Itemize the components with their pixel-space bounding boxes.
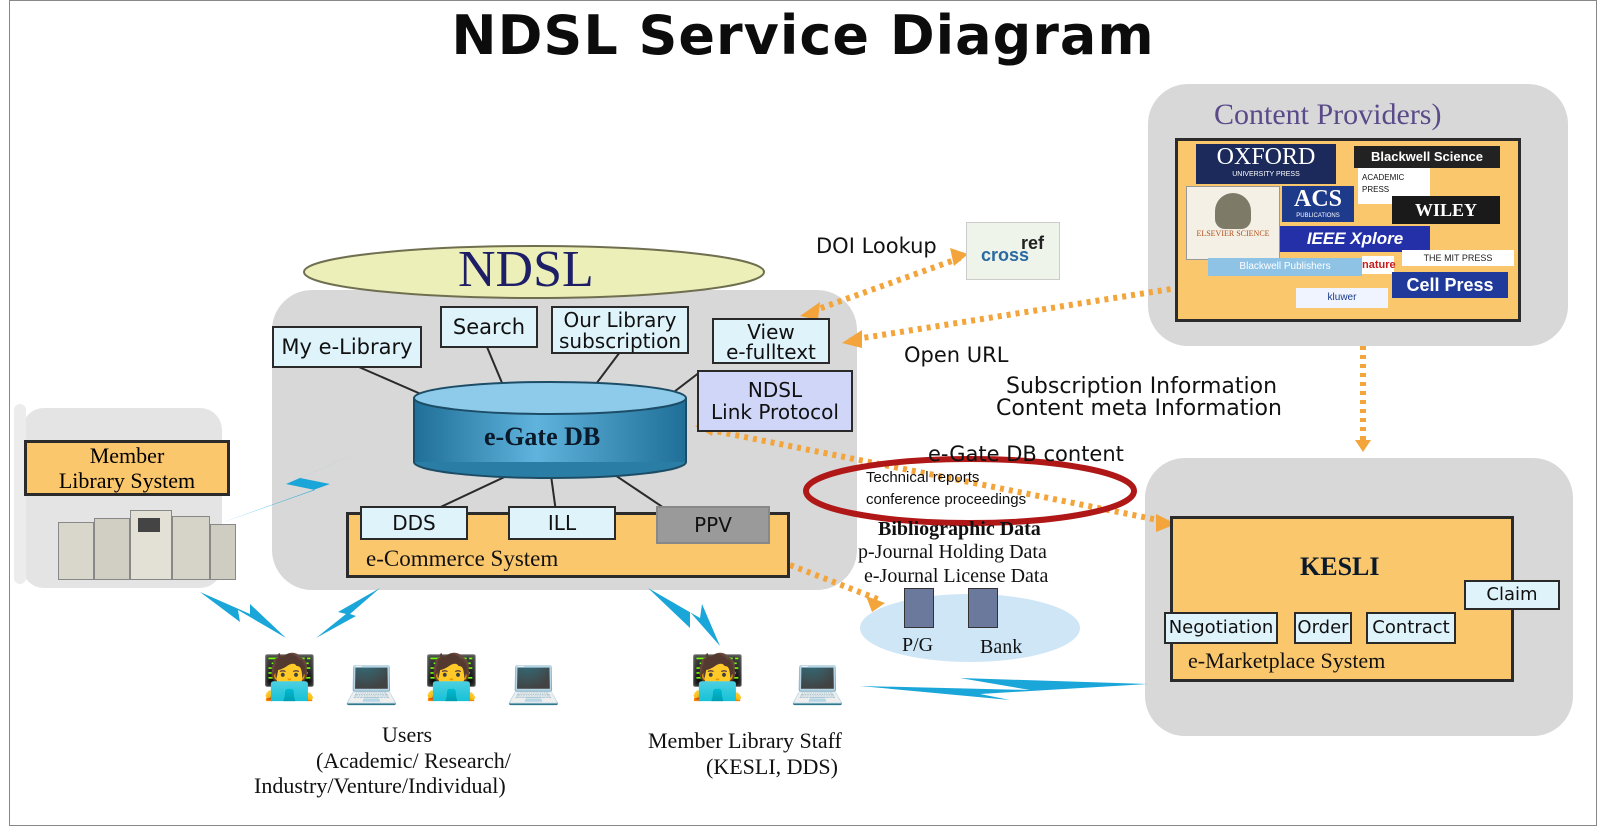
staff-roles-label: (KESLI, DDS) — [706, 754, 838, 779]
cell-press-logo: Cell Press — [1392, 272, 1508, 298]
ndsl-oval — [303, 245, 765, 299]
view-efulltext-box[interactable]: View e-fulltext — [712, 318, 830, 364]
bank-label: Bank — [980, 636, 1023, 658]
ill-box[interactable]: ILL — [508, 506, 616, 540]
wiley-logo: WILEY — [1392, 196, 1500, 224]
user-at-computer-icon-2: 💻 — [506, 657, 561, 706]
order-box[interactable]: Order — [1294, 612, 1352, 644]
blackwell-publishers-logo: Blackwell Publishers — [1208, 258, 1362, 276]
subscription-information-label: Subscription Information — [1006, 374, 1278, 399]
order-label: Order — [1297, 617, 1349, 638]
link-ndsl-label: NDSL — [747, 378, 803, 402]
view-label: View — [747, 320, 795, 344]
server-rack-icon — [58, 508, 236, 584]
mit-press-logo: THE MIT PRESS — [1402, 250, 1514, 266]
crossref-logo: cross ref — [966, 222, 1060, 280]
my-elibrary-box[interactable]: My e-Library — [272, 326, 422, 368]
pg-server-icon — [904, 588, 934, 628]
my-elibrary-label: My e-Library — [281, 335, 413, 359]
dds-label: DDS — [392, 511, 436, 535]
nature-logo: nature — [1362, 256, 1396, 274]
acs-logo: ACS PUBLICATIONS — [1282, 186, 1354, 222]
dds-box[interactable]: DDS — [360, 506, 468, 540]
ecommerce-label: e-Commerce System — [366, 546, 559, 571]
member-library-box[interactable]: Member Library System — [24, 440, 230, 496]
member-library-panel-back — [14, 404, 26, 584]
content-providers-title: Content Providers) — [1214, 98, 1442, 131]
pg-label: P/G — [902, 634, 934, 656]
negotiation-label: Negotiation — [1168, 617, 1274, 638]
contract-label: Contract — [1372, 617, 1450, 638]
subscription-label: subscription — [559, 329, 681, 353]
highlight-ellipse — [803, 456, 1137, 526]
member-label: Member — [89, 443, 165, 468]
content-meta-label: Content meta Information — [996, 396, 1282, 421]
bank-server-icon — [968, 588, 998, 628]
blackwell-science-logo: Blackwell Science — [1354, 146, 1500, 168]
conference-proceedings-label: conference proceedings — [866, 491, 1027, 508]
emarketplace-label: e-Marketplace System — [1188, 648, 1386, 673]
library-system-label: Library System — [58, 468, 196, 493]
open-url-label: Open URL — [904, 343, 1009, 367]
emarketplace-system — [1170, 516, 1514, 682]
elsevier-logo: ELSEVIER SCIENCE — [1186, 186, 1280, 260]
staff-at-computer-icon: 💻 — [790, 657, 845, 706]
egate-db-label: e-Gate DB — [484, 422, 601, 451]
kluwer-logo: kluwer — [1296, 288, 1388, 308]
ndsl-link-protocol-box[interactable]: NDSL Link Protocol — [697, 370, 853, 432]
search-label: Search — [452, 315, 526, 339]
users-roles-label-2: Industry/Venture/Individual) — [254, 773, 506, 798]
our-library-subscription-box[interactable]: Our Library subscription — [551, 306, 689, 354]
ndsl-label: NDSL — [458, 241, 594, 298]
user-at-computer-icon: 💻 — [344, 657, 399, 706]
lightning-bolts — [200, 438, 1148, 700]
claim-label: Claim — [1486, 584, 1538, 605]
user-at-desk-icon: 🧑‍💻 — [262, 653, 317, 702]
ieee-xplore-logo: IEEE Xplore — [1280, 226, 1430, 252]
ill-label: ILL — [547, 511, 577, 535]
ejournal-license-label: e-Journal License Data — [864, 565, 1049, 587]
staff-at-desk-icon: 🧑‍💻 — [690, 653, 745, 702]
users-roles-label-1: (Academic/ Research/ — [316, 748, 511, 773]
efulltext-label: e-fulltext — [726, 340, 816, 364]
our-library-label: Our Library — [563, 308, 677, 332]
ppv-label: PPV — [694, 513, 732, 537]
bibliographic-data-label: Bibliographic Data — [878, 518, 1041, 540]
claim-box[interactable]: Claim — [1464, 580, 1560, 610]
diagram-title: NDSL Service Diagram — [451, 4, 1155, 67]
dotted-connectors — [699, 255, 1366, 603]
technical-reports-label: Technical reports — [866, 469, 980, 486]
ppv-box[interactable]: PPV — [656, 506, 770, 544]
pjournal-holding-label: p-Journal Holding Data — [858, 541, 1047, 563]
kesli-label: KESLI — [1300, 552, 1380, 581]
egate-db-cylinder — [413, 381, 687, 479]
users-label: Users — [382, 722, 433, 747]
doi-lookup-label: DOI Lookup — [816, 234, 937, 258]
contract-box[interactable]: Contract — [1366, 612, 1456, 644]
link-protocol-label: Link Protocol — [711, 400, 839, 424]
search-box[interactable]: Search — [440, 306, 538, 348]
negotiation-box[interactable]: Negotiation — [1164, 612, 1278, 644]
user-at-desk-icon-2: 🧑‍💻 — [424, 653, 479, 702]
oxford-logo: OXFORD UNIVERSITY PRESS — [1196, 144, 1336, 184]
staff-label: Member Library Staff — [648, 728, 842, 753]
egate-content-label: e-Gate DB content — [928, 442, 1124, 466]
